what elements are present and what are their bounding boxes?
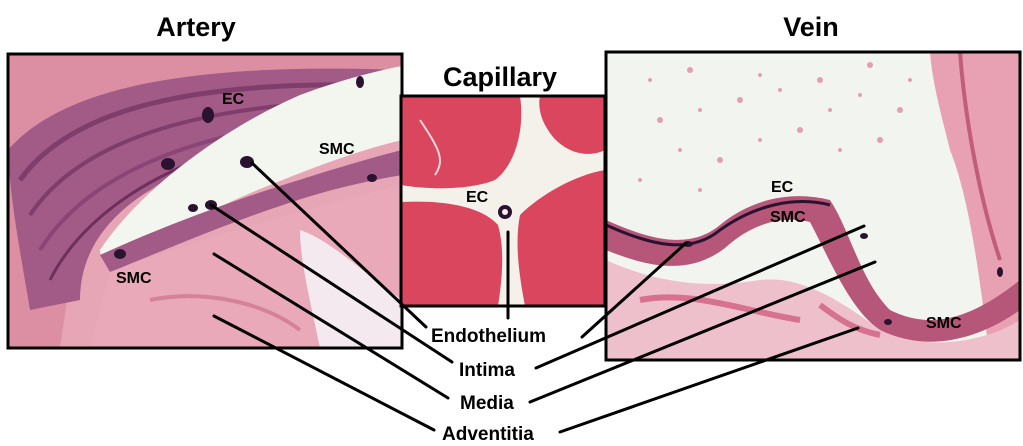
artery-smc-top-label: SMC <box>319 141 355 158</box>
artery-micrograph <box>8 54 402 348</box>
vein-title: Vein <box>783 12 839 42</box>
vein-micrograph <box>606 52 1020 360</box>
adventitia-label: Adventitia <box>442 424 534 445</box>
media-label: Media <box>460 393 514 414</box>
intima-label: Intima <box>459 360 515 381</box>
vein-smc-bottom-label: SMC <box>926 315 962 332</box>
capillary-ec-label: EC <box>466 189 489 206</box>
capillary-micrograph <box>401 96 605 306</box>
vein-smc-top-label: SMC <box>770 209 806 226</box>
capillary-title: Capillary <box>443 62 557 92</box>
vein-ec-label: EC <box>771 179 794 196</box>
artery-smc-bottom-label: SMC <box>116 270 152 287</box>
artery-title: Artery <box>156 12 236 42</box>
endothelium-label: Endothelium <box>431 326 546 347</box>
artery-ec-label: EC <box>222 91 245 108</box>
